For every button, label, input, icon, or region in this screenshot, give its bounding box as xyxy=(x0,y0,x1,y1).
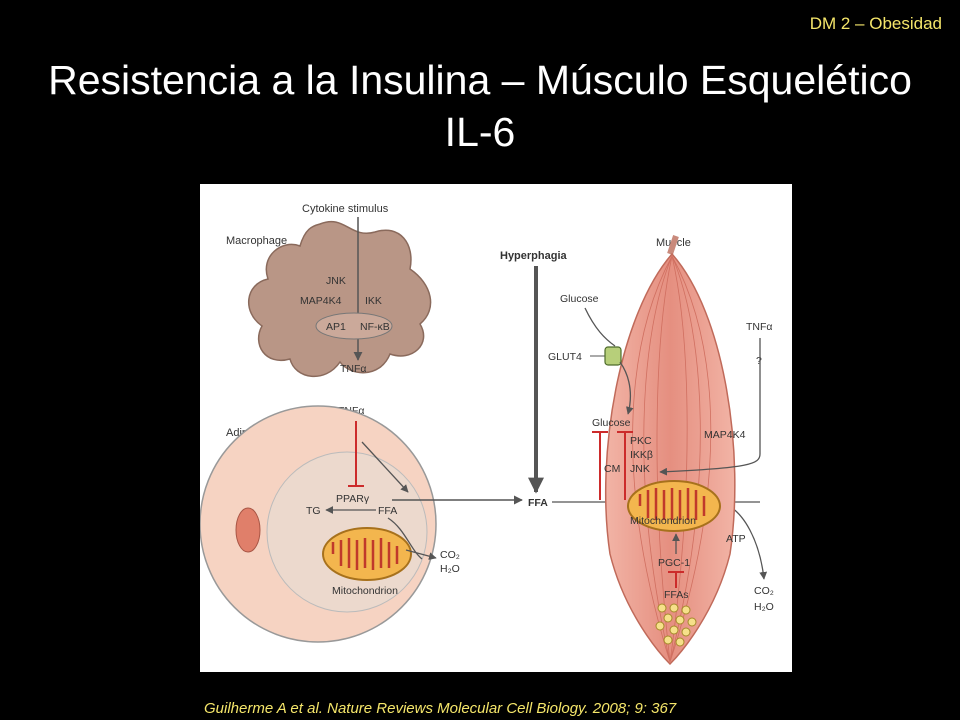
tg-label: TG xyxy=(306,505,321,517)
muscle-fibers xyxy=(632,255,712,663)
glucose-entry-path xyxy=(584,307,616,347)
tnfa-to-ffa-arrow xyxy=(361,441,409,493)
lipid-droplet-dot xyxy=(663,613,673,623)
glut4-transporter xyxy=(604,346,622,366)
lipid-droplet-dot xyxy=(675,615,685,625)
ffa-to-mito-path xyxy=(387,517,423,560)
macrophage-cell xyxy=(247,221,432,378)
jnk-label: JNK xyxy=(326,275,346,287)
ap1-label: AP1 xyxy=(326,321,346,333)
h2o-adipocyte-label: H₂O xyxy=(440,563,460,575)
lipid-droplet-dot xyxy=(655,621,665,631)
jnk-muscle-label: JNK xyxy=(630,463,650,475)
hyperphagia-label: Hyperphagia xyxy=(500,250,568,262)
lipid-droplet-dot xyxy=(681,627,691,637)
muscle-body xyxy=(605,252,736,666)
lipid-droplets-cluster xyxy=(655,603,697,647)
glucose-outside-label: Glucose xyxy=(560,293,599,305)
ppar-gamma-label: PPARγ xyxy=(336,493,370,505)
insulin-resistance-diagram: Cytokine stimulus Macrophage JNK MAP4K4 … xyxy=(200,184,792,672)
question-mark-label: ? xyxy=(756,355,762,367)
citation: Guilherme A et al. Nature Reviews Molecu… xyxy=(204,700,677,717)
pkc-label: PKC xyxy=(630,435,652,447)
adipocyte-nucleus xyxy=(235,507,261,553)
title-line-1: Resistencia a la Insulina – Músculo Esqu… xyxy=(48,57,912,103)
macrophage-label: Macrophage xyxy=(226,235,287,247)
nfkb-label: NF-κB xyxy=(360,321,390,333)
h2o-muscle-label: H₂O xyxy=(754,601,774,613)
lipid-droplet-dot xyxy=(669,603,679,613)
ffa-center-label: FFA xyxy=(528,497,548,509)
lipid-droplet-dot xyxy=(669,625,679,635)
lipid-droplet-dot xyxy=(681,605,691,615)
muscle-tendon-top xyxy=(667,235,679,255)
glucose-inside-label: Glucose xyxy=(592,417,631,429)
map4k4-muscle-label: MAP4K4 xyxy=(704,429,746,441)
slide-title: Resistencia a la Insulina – Músculo Esqu… xyxy=(0,54,960,158)
lipid-droplet-dot xyxy=(663,635,673,645)
lipid-droplet-dot xyxy=(687,617,697,627)
muscle-cristae xyxy=(638,488,706,520)
muscle-mitochondrion-label: Mitochondrion xyxy=(630,515,696,527)
lipid-droplet-dot xyxy=(675,637,685,647)
cm-label: CM xyxy=(604,463,620,475)
co2-muscle-label: CO₂ xyxy=(754,585,774,597)
tnfa-muscle-label: TNFα xyxy=(746,321,772,333)
co2-adipocyte-label: CO₂ xyxy=(440,549,460,561)
tnfa-to-jnk-arrow xyxy=(659,338,761,476)
lipid-droplet-dot xyxy=(657,603,667,613)
map4k4-macrophage-label: MAP4K4 xyxy=(300,295,342,307)
pgc1-label: PGC-1 xyxy=(658,557,690,569)
tnfa-macrophage-label: TNFα xyxy=(340,363,366,375)
cytokine-stimulus-label: Cytokine stimulus xyxy=(302,203,389,215)
adipocyte-cristae xyxy=(331,538,399,570)
ap1-nfkb-oval xyxy=(315,312,393,340)
glut4-label: GLUT4 xyxy=(548,351,582,363)
ikk-beta-label: IKKβ xyxy=(630,449,653,461)
ikk-label: IKK xyxy=(365,295,382,307)
section-tag: DM 2 – Obesidad xyxy=(809,14,942,33)
ffa-adipocyte-label: FFA xyxy=(378,505,397,517)
atp-label: ATP xyxy=(726,533,746,545)
glucose-uptake-arrow xyxy=(619,361,634,415)
mito-to-co2-arrow xyxy=(405,549,437,560)
title-line-2: IL-6 xyxy=(444,109,516,155)
ffas-label: FFAs xyxy=(664,589,689,601)
adipocyte-mitochondrion-label: Mitochondrion xyxy=(332,585,398,597)
